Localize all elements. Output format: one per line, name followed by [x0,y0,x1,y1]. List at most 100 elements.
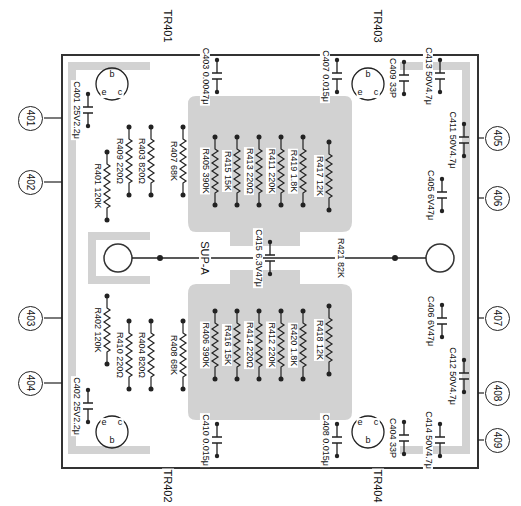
pad [215,454,219,458]
resistor-symbol [212,311,218,379]
pad [215,90,219,94]
pad [235,203,240,208]
pad [127,387,132,392]
callout-text: 408 [492,385,503,402]
part-label: R409 220Ω [114,137,124,185]
pin-label: e [100,418,107,428]
capacitor-symbol [83,94,93,126]
transistor-symbol [96,416,128,448]
callout-number: 402 [18,170,43,195]
pad [440,209,444,213]
pad [86,92,90,96]
capacitor-symbol [435,424,445,456]
pad [438,90,442,94]
pad [149,193,154,198]
pad [157,255,398,261]
capacitor-symbol [435,60,445,92]
part-label: C407 0.015μ [320,49,330,103]
resistor-symbol [300,137,306,205]
pad [440,335,444,339]
callout-number: 403 [18,306,43,331]
callout-number: 408 [485,381,510,406]
pin-label: e [100,88,107,98]
part-label: C408 0.015μ [320,413,330,467]
part-label: R415 15K [222,150,232,192]
pin-label: b [108,436,115,446]
part-label: R419 1.8K [288,149,298,194]
part-label: C404 33P [387,417,397,459]
capacitor-symbol [459,360,469,392]
callout-text: 402 [25,174,36,191]
pad [149,387,154,392]
pad [335,422,339,426]
pad [279,135,284,140]
part-label: C415 6.3V47μ [253,228,263,288]
part-label: R413 220Ω [244,147,254,195]
pad [257,309,262,314]
pin-label: b [364,436,371,446]
pad [213,203,218,208]
pad [301,377,306,382]
part-label: TR402 [162,468,174,503]
callout-number: 405 [485,126,510,151]
pad [181,193,186,198]
pad [235,377,240,382]
capacitor-symbol [83,390,93,422]
pin-label: e [356,418,363,428]
resistor-symbol [300,311,306,379]
pad [327,140,332,145]
callout-number: 406 [485,186,510,211]
mounting-hole [104,244,454,272]
part-label: R401 120K [92,162,102,209]
resistor-symbol [234,137,240,205]
pad [86,420,90,424]
resistor-symbol [326,142,332,210]
board-outline [62,55,478,468]
pad [462,390,466,394]
part-label: R412 220K [266,321,276,368]
pad [215,58,219,62]
pad [327,208,332,213]
part-label: R402 120K [92,306,102,353]
pad [335,90,339,94]
pad [440,303,444,307]
part-label: R404 820Ω [136,331,146,379]
resistor-symbol [104,152,110,220]
part-label: R416 15K [222,324,232,366]
callout-text: 409 [492,432,503,449]
capacitor-symbol [437,305,447,337]
callout-text: 401 [25,110,36,127]
pin-label: c [117,418,124,428]
resistor-symbol [326,306,332,374]
copper-area [68,62,470,454]
pad [235,309,240,314]
part-label: R406 390K [200,321,210,368]
callout-number: 401 [18,106,43,131]
pad [301,135,306,140]
pad [279,309,284,314]
pad [402,420,406,424]
callout-text: 405 [492,130,503,147]
capacitor-symbol [437,179,447,211]
pad [86,124,90,128]
part-label: C402 25V2.2μ [71,376,81,436]
part-label: C412 50V4.7μ [447,346,457,406]
pad [301,203,306,208]
part-label: SUP-A [199,240,211,276]
pad [105,150,110,155]
capacitor-symbol [265,242,275,274]
callout-text: 403 [25,310,36,327]
pin-label: b [108,70,115,80]
resistor-symbol [148,127,154,195]
part-label: C401 25V2.2μ [71,80,81,140]
pad [181,125,186,130]
resistor-symbol [256,137,262,205]
pad [149,125,154,130]
capacitor-symbol [332,424,342,456]
pad [440,177,444,181]
pad [279,377,284,382]
part-label: R421 82K [335,237,345,279]
pad [402,60,406,64]
part-label: C406 6V47μ [425,295,435,347]
pad [438,58,442,62]
